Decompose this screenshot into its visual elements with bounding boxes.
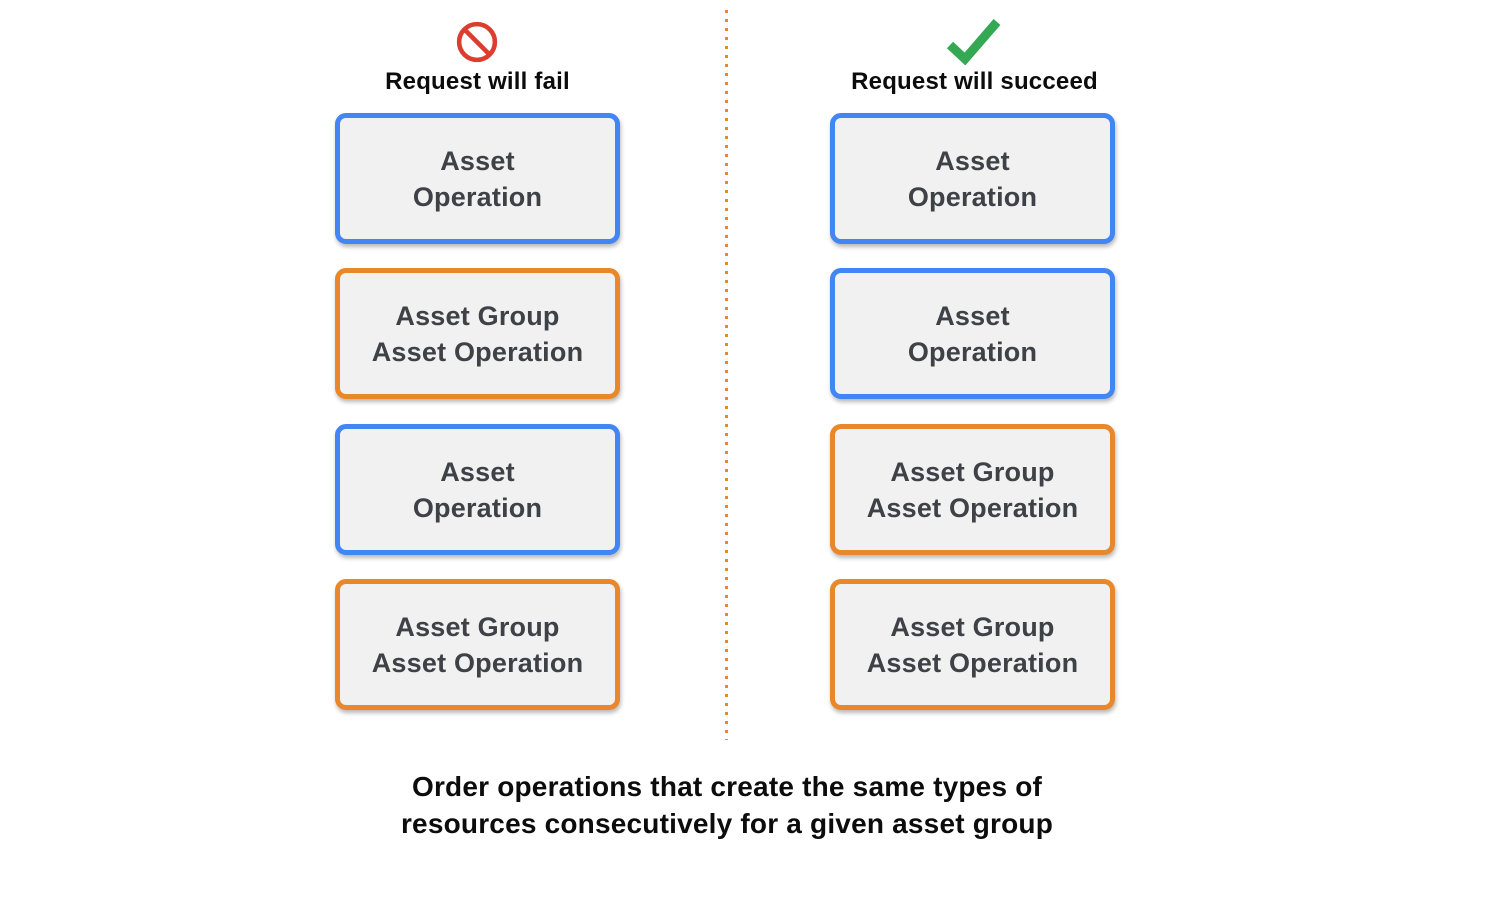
box-label-line: Asset	[440, 456, 515, 487]
asset-group-asset-operation-box: Asset Group Asset Operation	[335, 268, 620, 399]
box-label-line: Asset Group	[890, 611, 1055, 642]
box-label-line: Operation	[412, 181, 543, 212]
box-label-line: Asset Group	[395, 611, 560, 642]
box-label-line: Operation	[412, 492, 543, 523]
box-label-line: Asset Operation	[866, 647, 1079, 678]
asset-operation-box: Asset Operation	[830, 268, 1115, 399]
box-label-line: Asset Group	[395, 300, 560, 331]
box-label-line: Operation	[907, 181, 1038, 212]
caption: Order operations that create the same ty…	[0, 768, 1454, 842]
check-icon	[946, 19, 1001, 65]
fail-header-label: Request will fail	[385, 68, 570, 95]
box-label-line: Asset Operation	[371, 647, 584, 678]
box-label-line: Asset Operation	[866, 492, 1079, 523]
asset-operation-box: Asset Operation	[335, 424, 620, 555]
asset-group-asset-operation-box: Asset Group Asset Operation	[830, 579, 1115, 710]
caption-line-1: Order operations that create the same ty…	[411, 771, 1043, 802]
caption-line-2: resources consecutively for a given asse…	[400, 808, 1054, 839]
asset-group-asset-operation-box: Asset Group Asset Operation	[830, 424, 1115, 555]
prohibited-icon	[456, 21, 498, 63]
box-label-line: Asset	[935, 145, 1010, 176]
asset-operation-box: Asset Operation	[335, 113, 620, 244]
box-label-line: Asset	[935, 300, 1010, 331]
asset-group-asset-operation-box: Asset Group Asset Operation	[335, 579, 620, 710]
column-divider	[725, 10, 728, 740]
box-label-line: Asset Operation	[371, 336, 584, 367]
box-label-line: Asset	[440, 145, 515, 176]
box-label-line: Asset Group	[890, 456, 1055, 487]
box-label-line: Operation	[907, 336, 1038, 367]
succeed-header-label: Request will succeed	[851, 68, 1098, 95]
asset-operation-box: Asset Operation	[830, 113, 1115, 244]
